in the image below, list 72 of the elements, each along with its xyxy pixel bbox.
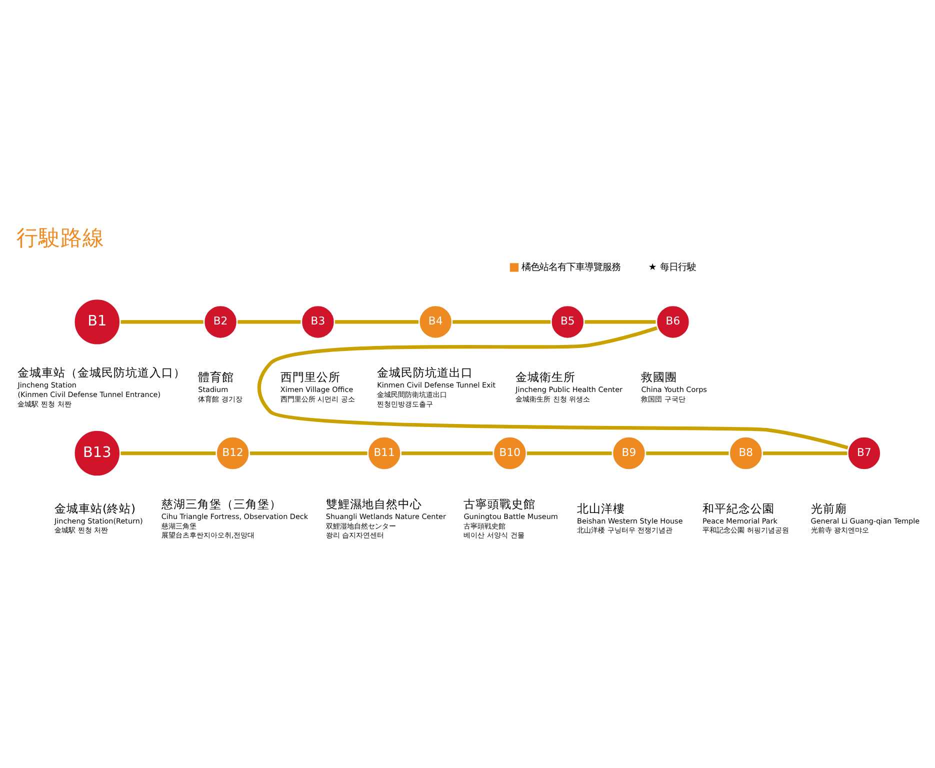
node-circle: B13	[72, 428, 122, 478]
node-label: 金城駅 찐청 처짠	[54, 526, 108, 535]
node-label: Jincheng Station(Return)	[54, 516, 143, 526]
node-label: Stadium	[198, 384, 228, 394]
node-label: 體育館	[198, 370, 234, 384]
node-label: 展望台츠후싼지아오취,전망대	[161, 530, 255, 540]
node-circle: B9	[610, 435, 647, 472]
node-label: Peace Memorial Park	[702, 516, 778, 526]
node-circle: B2	[202, 304, 239, 340]
node-label: Kinmen Civil Defense Tunnel Exit	[377, 380, 496, 390]
connector	[584, 320, 656, 324]
node-label: (Kinmen Civil Defense Tunnel Entrance)	[18, 390, 161, 399]
node-label: 찐청민방갱도출구	[377, 399, 434, 408]
connector	[120, 320, 204, 324]
node-label: 金城衛生所 친청 위생소	[516, 394, 590, 404]
node-label: 平和記念公園 허핑기념공원	[702, 526, 789, 535]
node-circle: B1	[72, 297, 122, 346]
node-label: 北山洋楼 구닝터우 전쟁기념관	[577, 526, 673, 535]
node-label: 救國團	[641, 370, 678, 384]
connector	[452, 320, 551, 324]
node-label: 金城車站(終站)	[54, 501, 136, 516]
node-label: Shuangli Wetlands Nature Center	[326, 512, 446, 521]
node-label: 北山洋樓	[577, 501, 626, 516]
node-label: 金城衛生所	[516, 370, 576, 384]
node-label: 古寧頭戰史館	[464, 496, 536, 511]
node-label: 西門里公所	[280, 370, 340, 384]
node-label: 体育館 경기장	[198, 394, 242, 404]
node-label: 慈湖三角堡（三角堡）	[161, 496, 282, 511]
connector	[250, 451, 368, 456]
connector	[402, 451, 493, 456]
node-label: 베이산 서양식 건물	[464, 530, 524, 540]
node-label: 金城民間防衛坑道出口	[377, 390, 448, 399]
node-label: 쐉리 습지자연센터	[326, 530, 384, 540]
node-label: 救国団 구국단	[641, 394, 686, 404]
node-circle: B7	[846, 435, 882, 472]
node-label: Jincheng Public Health Center	[516, 384, 623, 394]
node-label: China Youth Corps	[641, 384, 707, 394]
node-circle: B12	[214, 435, 251, 472]
node-circle: B8	[728, 435, 764, 472]
node-label: 光前寺 꽝치엔먀오	[810, 526, 870, 535]
node-label: 金城車站（金城民防坑道入口）	[18, 366, 186, 380]
connector	[646, 451, 729, 456]
node-label: Guningtou Battle Museum	[464, 512, 558, 521]
connector	[238, 320, 301, 324]
node-label: Cihu Triangle Fortress, Observation Deck	[161, 512, 308, 521]
legend-label: ★ 每日行駛	[648, 262, 696, 273]
node-circle: B5	[550, 304, 586, 340]
node-circle: B4	[418, 304, 454, 340]
node-circle: B11	[366, 435, 402, 472]
connector	[762, 451, 848, 456]
node-label: General Li Guang-qian Temple	[810, 516, 920, 526]
legend-label: 橘色站名有下車導覽服務	[521, 262, 620, 273]
node-label: Beishan Western Style House	[577, 516, 683, 526]
node-label: 双鯉湿地自然センター	[326, 521, 396, 530]
node-label: 西門里公所 시먼리 공소	[280, 394, 356, 404]
connector	[526, 451, 612, 456]
node-label: 古寧頭戦史館	[464, 521, 506, 530]
connector	[120, 451, 216, 456]
node-circle: B10	[492, 435, 528, 472]
node-label: Ximen Village Office	[280, 384, 354, 394]
diagram-title: 行駛路線	[16, 226, 104, 252]
node-label: 雙鯉濕地自然中心	[326, 496, 422, 511]
node-label: 金城民防坑道出口	[377, 366, 474, 380]
node-label: 光前廟	[810, 501, 847, 516]
node-label: Jincheng Station	[18, 380, 76, 390]
node-circle: B6	[654, 304, 692, 340]
node-label: 金城駅 찐청 처짠	[18, 399, 72, 408]
connector	[334, 320, 418, 324]
node-label: 和平紀念公園	[702, 501, 775, 516]
connector	[258, 326, 848, 450]
node-circle: B3	[300, 304, 336, 340]
node-label: 慈湖三角堡	[161, 521, 196, 530]
